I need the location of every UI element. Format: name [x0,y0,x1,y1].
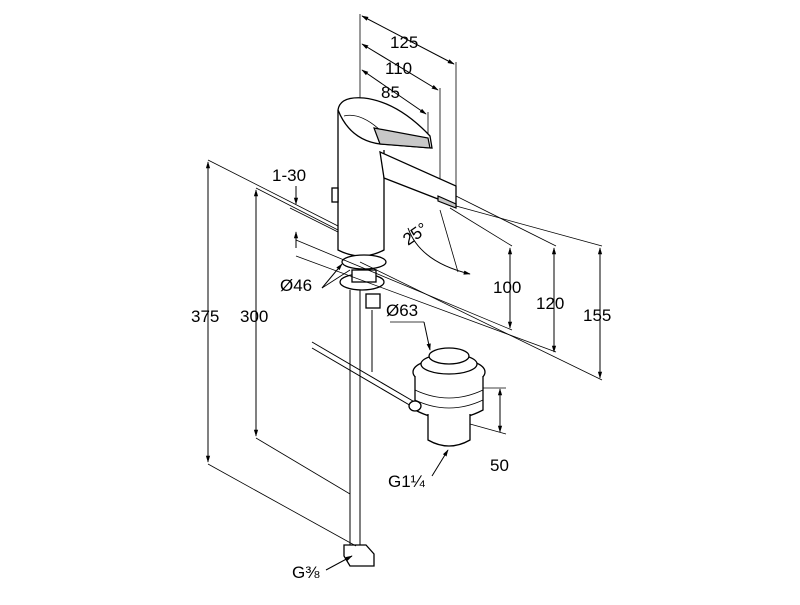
dim-155-label: 155 [583,306,611,325]
base-ring [341,254,387,270]
thread-waste-label: G1¼ [388,472,426,491]
dim-85-label: 85 [381,83,400,102]
thread-supply-leader [325,555,353,571]
angle-label: 25° [399,219,431,249]
dia-63-label: Ø63 [386,301,418,320]
thickness-label: 1-30 [272,166,306,185]
dim-50-lines [469,387,507,435]
angle-indicator [407,209,471,275]
spout [379,150,457,207]
dim-line-125 [361,15,455,65]
left-height-dimensions [205,159,357,547]
faucet-body [331,97,457,567]
dim-125-label: 125 [390,33,418,52]
waste-body [414,376,484,420]
dim-300-label: 300 [240,307,268,326]
dia-63-leader [390,321,431,351]
dia-46-label: Ø46 [280,276,312,295]
popup-waste [311,341,486,447]
nut-lower [365,293,381,309]
hose-fitting [343,544,375,567]
dim-50-label: 50 [490,456,509,475]
dim-375-label: 375 [191,307,219,326]
dim-110-label: 110 [385,59,412,78]
dia-46-leader [321,263,351,289]
spout-outlet [437,195,457,209]
right-height-dimensions [295,195,603,381]
waste-tail [427,414,471,447]
lever-side [373,127,431,149]
dim-120-label: 120 [536,294,564,313]
dim-100-label: 100 [493,278,521,297]
dim-line-85 [361,69,427,115]
pull-rod [311,341,419,405]
thread-waste-leader [431,449,449,477]
top-width-dimensions [359,14,457,196]
thickness-indicator [289,186,339,248]
thread-supply-label: G⅜ [292,563,320,582]
popup-knob [331,187,339,203]
